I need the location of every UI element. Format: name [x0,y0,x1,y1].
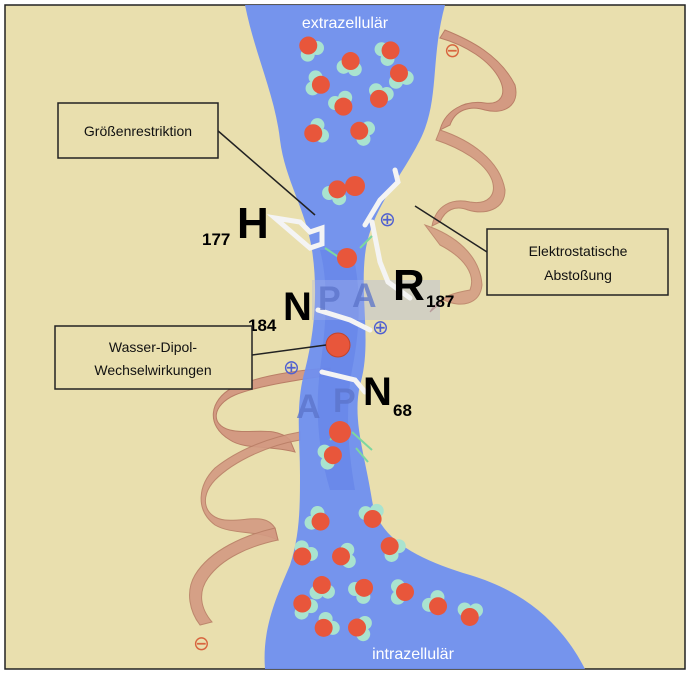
motif-letter-p-lower: P [333,382,356,420]
extracellular-label: extrazellulär [302,15,389,32]
callout-dipole: Wasser-Dipol- Wechselwirkungen [55,326,252,389]
constriction-water-oxygen [337,248,357,268]
arginine-positive-charge-icon: ⊕ [379,207,396,231]
residue-n68-number: 68 [393,401,412,420]
motif-letter-a-upper: A [352,277,377,315]
motif-letter-a-lower: A [296,388,321,426]
callout-dipole-line2: Wechselwirkungen [94,362,211,378]
callout-size-restriction-text: Größenrestriktion [84,123,192,139]
intracellular-label: intrazellulär [372,646,454,663]
lower-water-oxygen [329,421,351,443]
dipole-positive-charge-icon: ⊕ [372,315,389,339]
residue-r-number: 187 [426,292,454,311]
upper-water-oxygen [345,176,365,196]
residue-h-number: 177 [202,230,230,249]
negative-charge-top-icon: ⊖ [444,38,461,62]
residue-n184-letter: N [283,285,312,329]
callout-electrostatic-line2: Abstoßung [544,267,612,283]
dipole-positive-charge-left-icon: ⊕ [283,355,300,379]
motif-letter-p-upper: P [318,280,341,318]
residue-h-letter: H [237,199,269,248]
callout-dipole-line1: Wasser-Dipol- [109,339,197,355]
callout-electrostatic: Elektrostatische Abstoßung [487,229,668,295]
callout-size-restriction: Größenrestriktion [58,103,218,158]
residue-n68-letter: N [363,370,392,414]
residue-r-letter: R [393,261,425,310]
callout-electrostatic-line1: Elektrostatische [529,243,628,259]
negative-charge-bottom-icon: ⊖ [193,631,210,655]
central-water-oxygen [326,333,350,357]
